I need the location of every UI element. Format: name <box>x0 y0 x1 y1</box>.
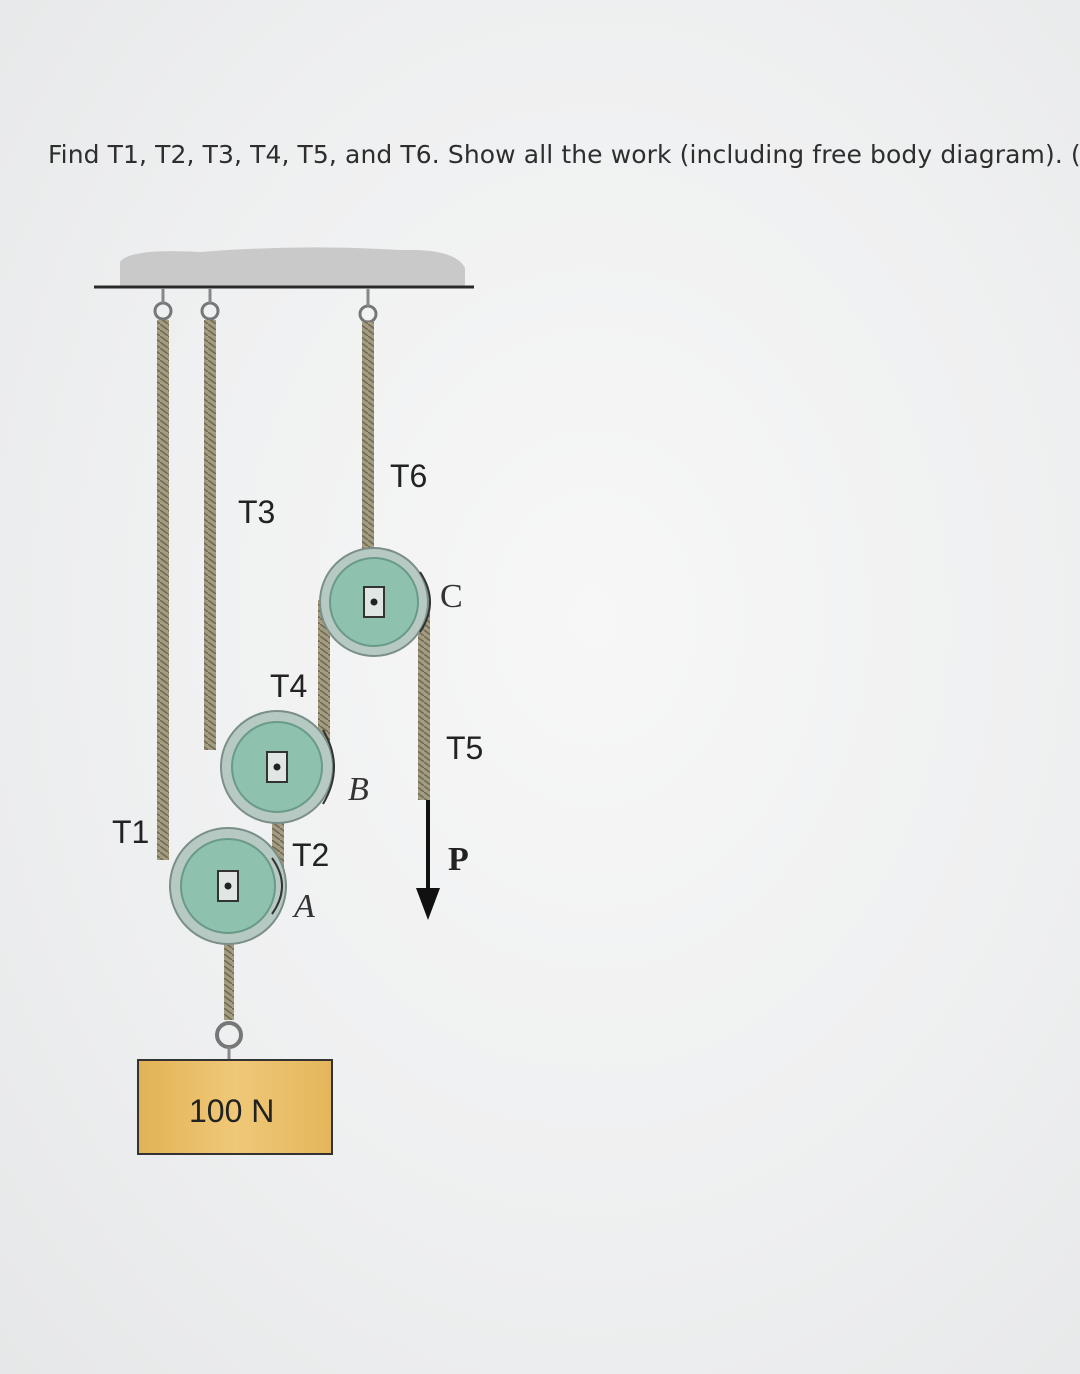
label-c: C <box>440 578 463 615</box>
label-t6: T6 <box>390 458 427 494</box>
rope-t4 <box>318 600 330 750</box>
label-t1: T1 <box>112 814 149 850</box>
pulley-a <box>169 827 287 945</box>
rope-t3 <box>204 320 216 750</box>
rope-weight <box>224 890 234 1020</box>
rope-t6 <box>362 322 374 587</box>
force-p-arrow <box>416 800 440 920</box>
ceiling <box>94 247 474 289</box>
ceiling-hook-left <box>153 288 173 321</box>
question-text: Find T1, T2, T3, T4, T5, and T6. Show al… <box>48 140 1080 169</box>
label-a: A <box>292 888 315 925</box>
label-t3: T3 <box>238 494 275 530</box>
pulley-b <box>220 710 334 824</box>
pulley-c-arc <box>419 571 431 633</box>
label-t4: T4 <box>270 668 307 704</box>
rope-t1 <box>157 320 169 860</box>
weight-block <box>137 1059 333 1155</box>
pulley-a-arc <box>271 857 283 915</box>
pulley-c <box>319 547 429 657</box>
label-t5: T5 <box>446 730 483 766</box>
label-t2: T2 <box>292 837 329 873</box>
weight-hook <box>215 1021 243 1060</box>
ceiling-hook-right <box>358 288 378 324</box>
ceiling-hook-middle <box>200 288 220 321</box>
label-p: P <box>448 841 469 878</box>
pulley-b-arc <box>322 729 335 805</box>
label-weight: 100 N <box>189 1093 274 1129</box>
rope-t5 <box>418 600 430 800</box>
label-b: B <box>348 771 369 808</box>
